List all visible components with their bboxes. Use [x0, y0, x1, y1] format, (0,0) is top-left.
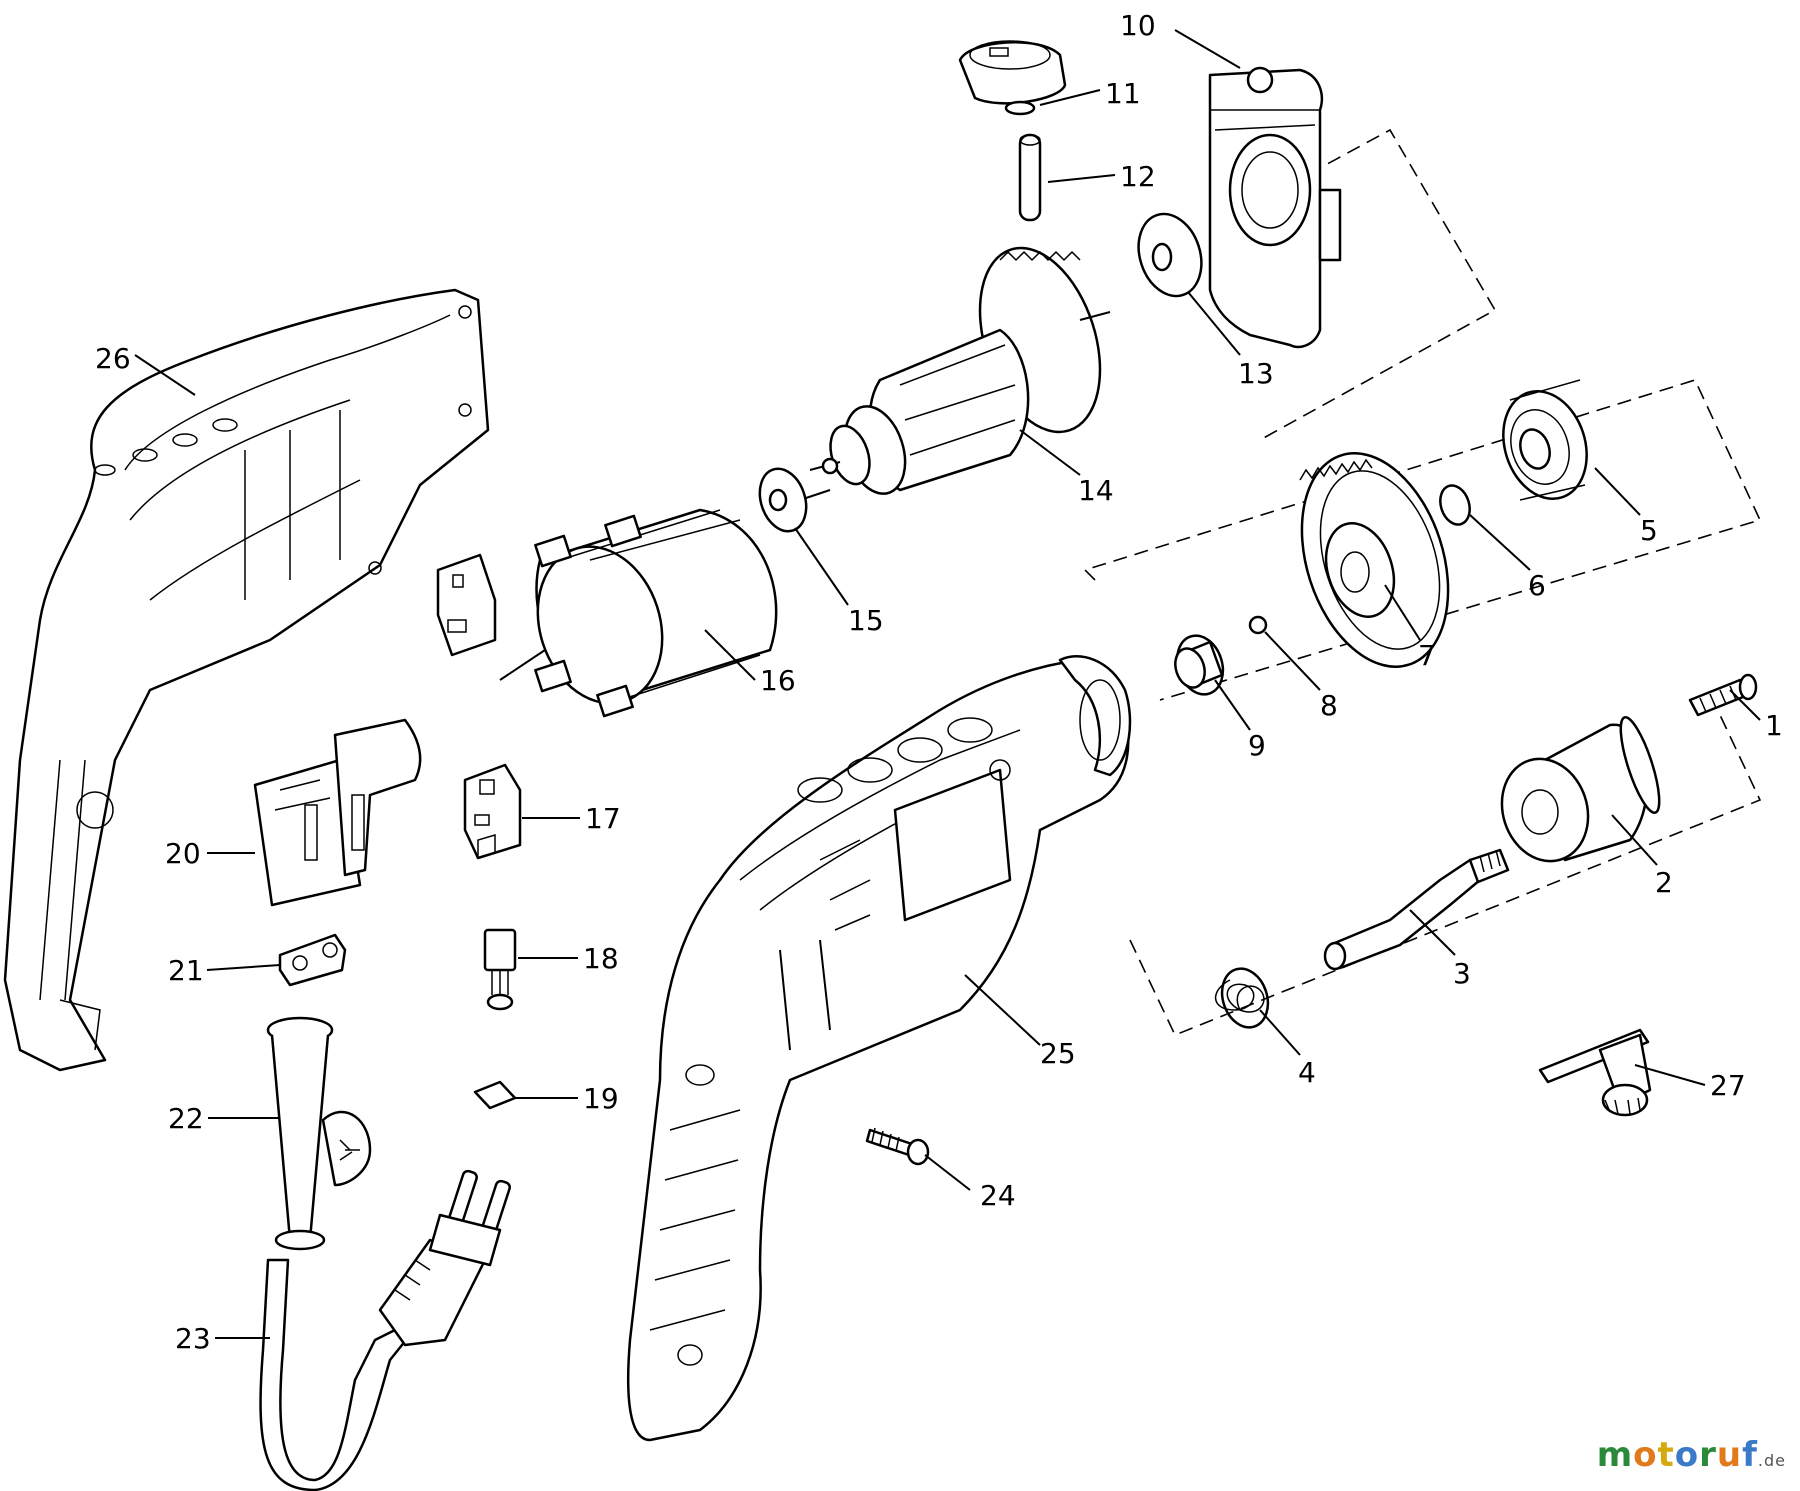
callout-9: 9 — [1248, 729, 1266, 762]
washer-15-part — [758, 467, 808, 533]
carbon-brush-part — [483, 928, 517, 1011]
callout-23: 23 — [175, 1322, 211, 1355]
callout-14: 14 — [1078, 474, 1114, 507]
gear-part — [1299, 452, 1450, 668]
ring-part — [1439, 484, 1471, 526]
callout-13: 13 — [1238, 357, 1274, 390]
brush-cap-part — [473, 1080, 517, 1110]
bushing-part — [1174, 634, 1225, 696]
assembly-box-motor — [1259, 128, 1497, 441]
callout-8: 8 — [1320, 689, 1338, 722]
left-housing-part — [3, 288, 490, 1072]
chuck-key-part — [1538, 1028, 1652, 1117]
screw-24-part — [865, 1127, 930, 1166]
callout-12: 12 — [1120, 160, 1156, 193]
callout-26: 26 — [95, 342, 131, 375]
power-cord-part — [259, 1169, 511, 1491]
assembly-box-gear — [1083, 379, 1762, 701]
stator-part — [499, 508, 778, 718]
callout-5: 5 — [1640, 514, 1658, 547]
drill-housing-part — [626, 655, 1132, 1442]
callout-18: 18 — [583, 942, 619, 975]
pin-part — [1018, 133, 1042, 222]
brush-holder-part — [436, 553, 497, 657]
gear-cover-part — [1208, 66, 1342, 349]
cable-clamp-part — [278, 933, 347, 987]
cord-guard-part — [266, 1016, 372, 1251]
callout-16: 16 — [760, 664, 796, 697]
callout-1: 1 — [1765, 709, 1783, 742]
callout-21: 21 — [168, 954, 204, 987]
callout-7: 7 — [1418, 639, 1436, 672]
armature-part — [799, 246, 1111, 501]
spring-part — [1214, 967, 1270, 1029]
screw-1-part — [1688, 673, 1758, 717]
callout-2: 2 — [1655, 866, 1673, 899]
switch-part — [253, 718, 422, 907]
callout-labels: 1 2 3 4 5 6 7 8 9 10 11 12 13 14 15 16 1… — [95, 9, 1783, 1355]
spindle-part — [1323, 848, 1510, 971]
leader-lines — [134, 29, 1761, 1339]
callout-15: 15 — [848, 604, 884, 637]
callout-25: 25 — [1040, 1037, 1076, 1070]
washer-13-part — [1137, 212, 1203, 298]
knob-part — [958, 40, 1067, 116]
assembly-box-spindle — [1129, 714, 1762, 1037]
callout-22: 22 — [168, 1102, 204, 1135]
callout-4: 4 — [1298, 1056, 1316, 1089]
watermark-text: motoruf — [1596, 1435, 1758, 1475]
callout-11: 11 — [1105, 77, 1141, 110]
callout-3: 3 — [1453, 957, 1471, 990]
chuck-part — [1500, 716, 1661, 863]
callout-24: 24 — [980, 1179, 1016, 1212]
callout-20: 20 — [165, 837, 201, 870]
callout-10: 10 — [1120, 9, 1156, 42]
callout-27: 27 — [1710, 1069, 1746, 1102]
callout-19: 19 — [583, 1082, 619, 1115]
ball-part — [1248, 615, 1268, 635]
brush-holder-17-part — [463, 763, 522, 860]
callout-17: 17 — [585, 802, 621, 835]
watermark-logo: motoruf.de — [1597, 1435, 1786, 1475]
bearing-part — [1502, 379, 1588, 501]
callout-6: 6 — [1528, 569, 1546, 602]
watermark-suffix: .de — [1757, 1451, 1786, 1470]
